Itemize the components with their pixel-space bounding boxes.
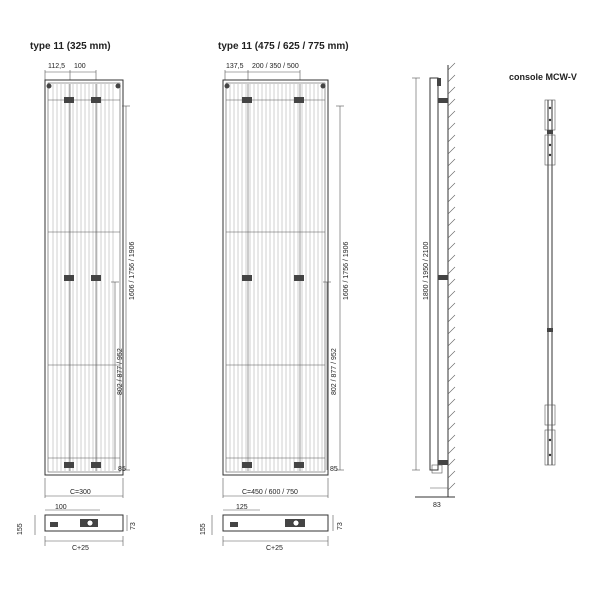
console-mcw-v — [544, 99, 556, 466]
dim-mid-plan-c: 73 — [337, 522, 344, 530]
dim-left-plan-a: 100 — [55, 504, 67, 511]
dim-mid-bottom: 85 — [330, 466, 338, 473]
dim-side-depth: 83 — [433, 502, 441, 509]
dim-left-top-a: 112,5 — [48, 63, 65, 70]
radiator-front-multi: 137,5 200 / 350 / 500 — [222, 63, 350, 498]
dim-left-height-mid: 802 / 877 / 952 — [117, 348, 124, 395]
radiator-side-view: 1800 / 1950 / 2100 83 — [412, 62, 456, 509]
dim-mid-width: C=450 / 600 / 750 — [242, 489, 298, 496]
title-type-325: type 11 (325 mm) — [30, 41, 111, 52]
dim-left-plan-b: 155 — [17, 523, 24, 535]
dim-left-plan-c: 73 — [130, 522, 137, 530]
title-console: console MCW-V — [509, 72, 577, 82]
dim-mid-top-a: 137,5 — [226, 63, 244, 70]
dim-mid-plan-width: C+25 — [266, 545, 283, 552]
dim-mid-height-full: 1606 / 1756 / 1906 — [343, 242, 350, 300]
radiator-front-325: 112,5 100 — [44, 63, 136, 498]
dim-left-plan-width: C+25 — [72, 545, 89, 552]
radiator-plan-325: 100 155 73 C+25 — [17, 504, 137, 552]
dim-mid-plan-a: 125 — [236, 504, 248, 511]
dim-mid-height-mid: 802 / 877 / 952 — [331, 348, 338, 395]
dim-left-width: C=300 — [70, 489, 91, 496]
dim-left-top-b: 100 — [74, 63, 86, 70]
dim-mid-top-b: 200 / 350 / 500 — [252, 63, 299, 70]
dim-mid-plan-b: 155 — [200, 523, 207, 535]
dim-left-height-full: 1606 / 1756 / 1906 — [129, 242, 136, 300]
dim-side-height: 1800 / 1950 / 2100 — [423, 242, 430, 300]
title-type-multi: type 11 (475 / 625 / 775 mm) — [218, 41, 349, 52]
radiator-plan-multi: 125 155 73 C+25 — [200, 504, 344, 552]
dim-left-bottom: 85 — [118, 466, 126, 473]
